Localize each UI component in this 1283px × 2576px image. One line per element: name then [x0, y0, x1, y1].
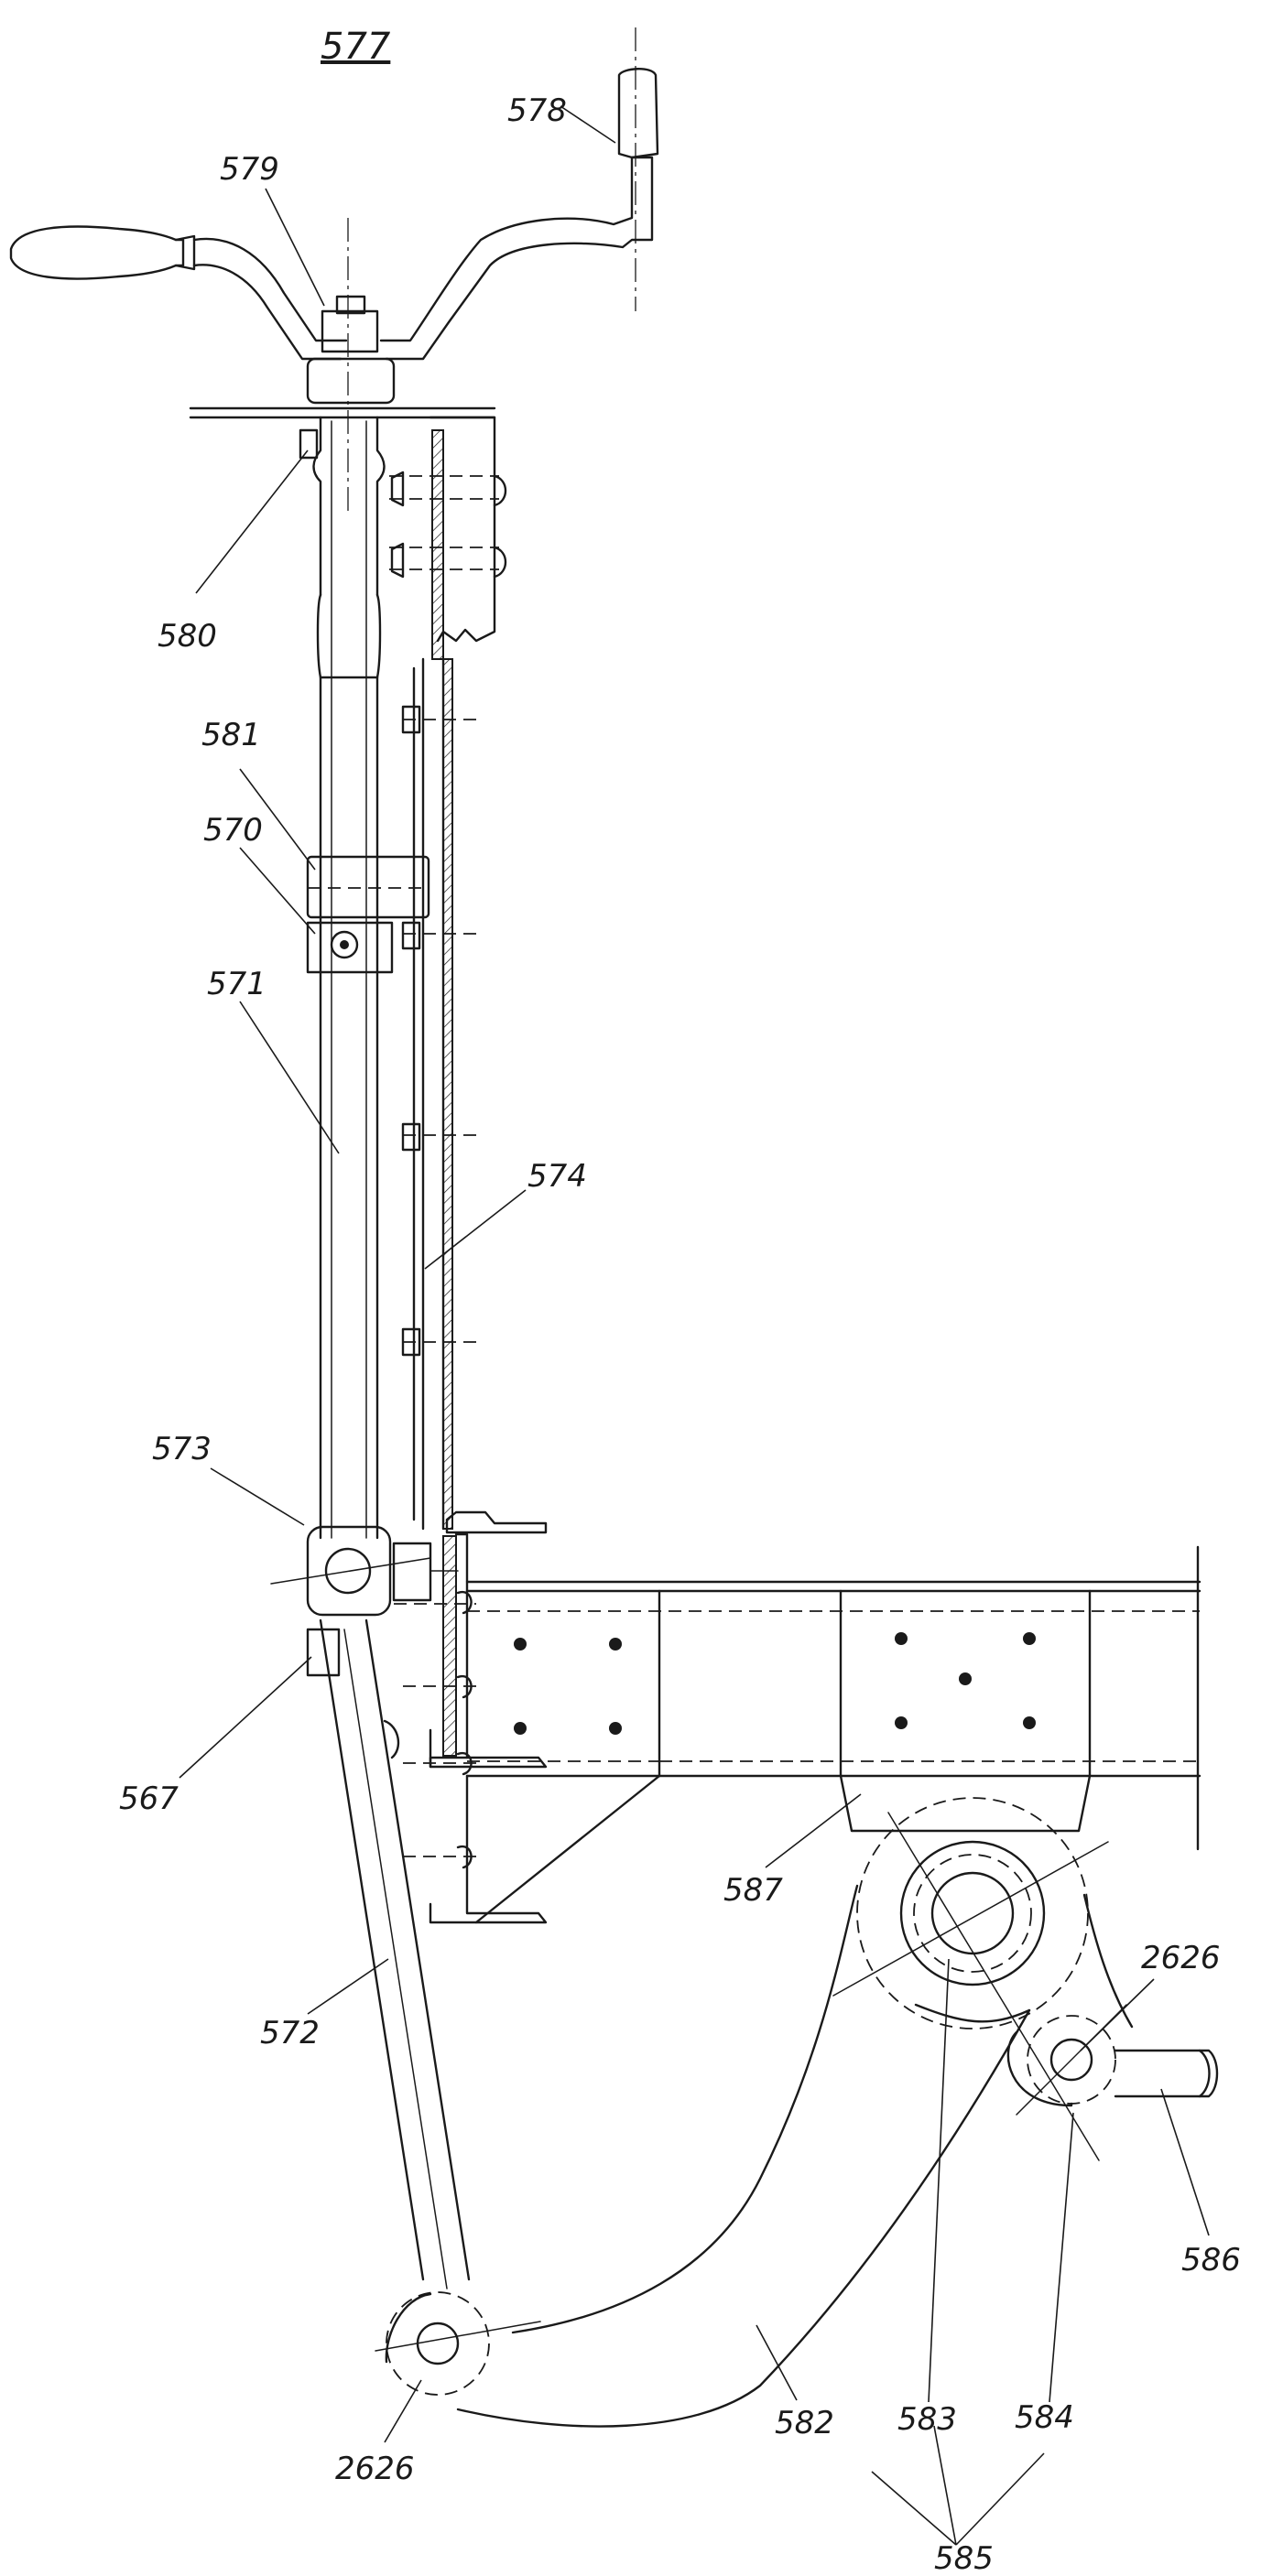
label-580: 580 — [158, 618, 217, 655]
frame — [394, 1510, 1201, 1924]
universal-joint — [270, 1525, 459, 1677]
label-582: 582 — [775, 2405, 834, 2441]
label-587: 587 — [723, 1872, 783, 1909]
reference-labels: 577 578 579 580 581 570 571 574 573 567 … — [119, 26, 1241, 2576]
label-567: 567 — [119, 1780, 179, 1817]
label-578: 578 — [507, 92, 567, 129]
steering-shaft — [306, 416, 430, 1540]
steering-lever — [456, 1797, 1219, 2428]
label-583: 583 — [897, 2401, 957, 2438]
label-571: 571 — [207, 966, 266, 1002]
label-584: 584 — [1015, 2399, 1074, 2436]
figure-title: 577 — [321, 26, 391, 68]
link-rod — [319, 1618, 541, 2396]
crank-handle — [9, 27, 659, 513]
label-579: 579 — [220, 151, 279, 188]
label-585: 585 — [934, 2540, 994, 2576]
label-2626-right: 2626 — [1141, 1940, 1221, 1976]
label-573: 573 — [152, 1431, 212, 1467]
label-581: 581 — [201, 717, 261, 753]
label-586: 586 — [1181, 2242, 1241, 2278]
label-2626-left: 2626 — [335, 2451, 415, 2487]
label-572: 572 — [260, 2015, 320, 2051]
label-570: 570 — [203, 812, 263, 849]
column-574 — [401, 657, 476, 1531]
leader-lines — [179, 105, 1210, 2546]
top-bracket — [189, 406, 507, 660]
label-574: 574 — [527, 1158, 587, 1195]
